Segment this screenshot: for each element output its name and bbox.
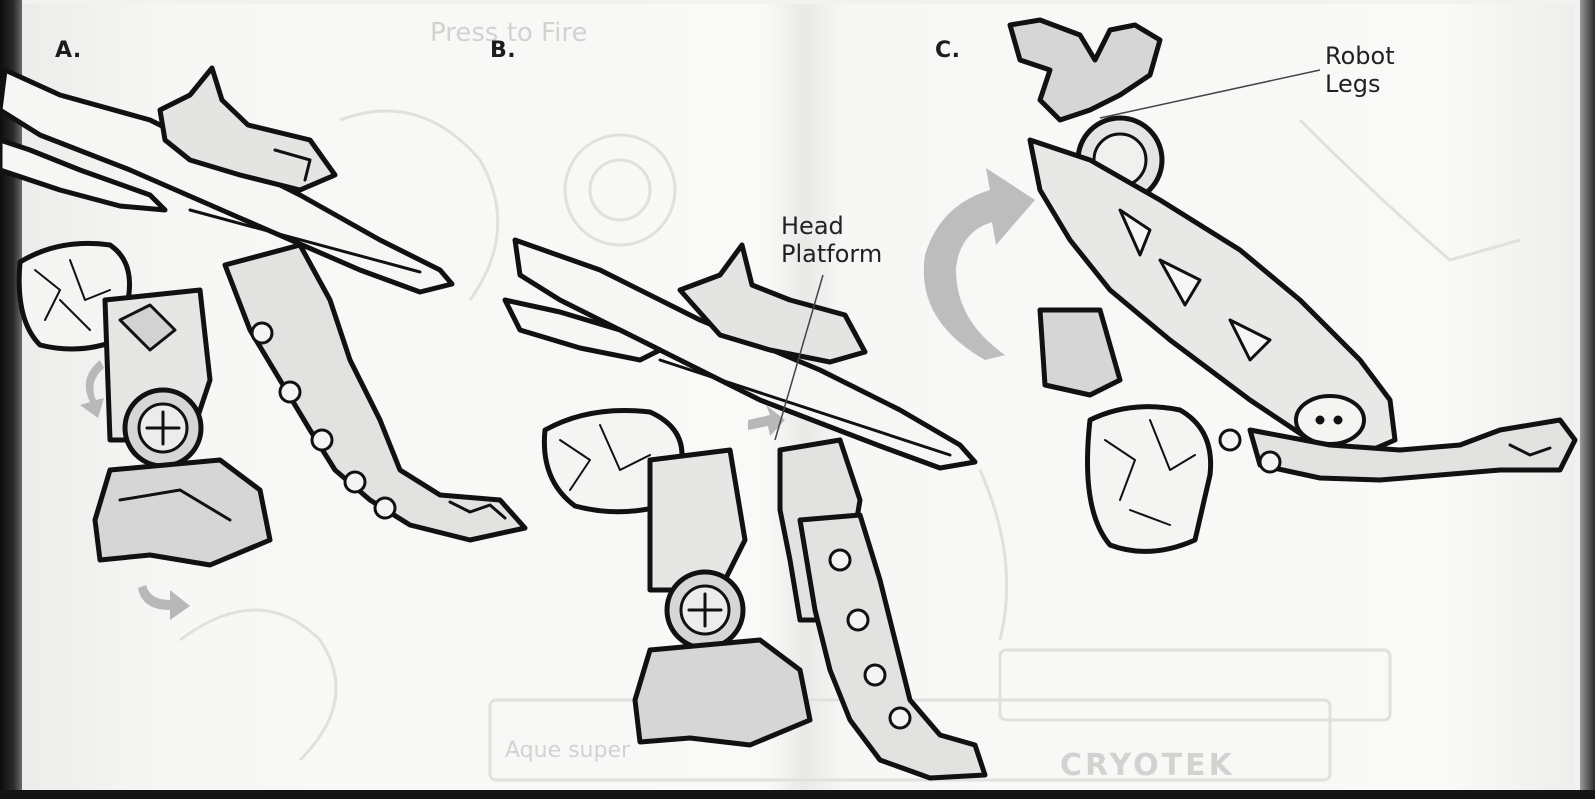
head-platform-callout: Head Platform <box>781 212 882 268</box>
robot-legs-callout-line2: Legs <box>1325 70 1395 98</box>
figure-c-side-block <box>1040 310 1120 395</box>
figure-a-legs <box>95 460 270 565</box>
figure-c-shoulder-armor <box>1088 407 1211 552</box>
figure-b-robot <box>505 240 985 778</box>
figure-a-rotate-arrow-2 <box>138 585 190 620</box>
step-label-c: C. <box>935 38 961 63</box>
figure-b-legs <box>635 640 810 745</box>
figure-a-robot <box>0 68 525 565</box>
figure-a-rotate-arrow-1 <box>80 360 104 418</box>
figure-c-robot <box>1010 20 1575 551</box>
step-label-b: B. <box>490 38 516 63</box>
robot-legs-callout: Robot Legs <box>1325 42 1395 98</box>
figure-b-torso <box>650 450 745 590</box>
figure-c-flip-arrow <box>924 168 1035 360</box>
head-platform-callout-line2: Platform <box>781 240 882 268</box>
robot-legs-callout-line1: Robot <box>1325 42 1395 70</box>
figure-b-tail <box>800 515 985 778</box>
figure-c-robot-legs <box>1010 20 1160 120</box>
head-platform-callout-line1: Head <box>781 212 882 240</box>
step-label-a: A. <box>55 38 82 63</box>
figure-a-tail <box>225 245 525 540</box>
